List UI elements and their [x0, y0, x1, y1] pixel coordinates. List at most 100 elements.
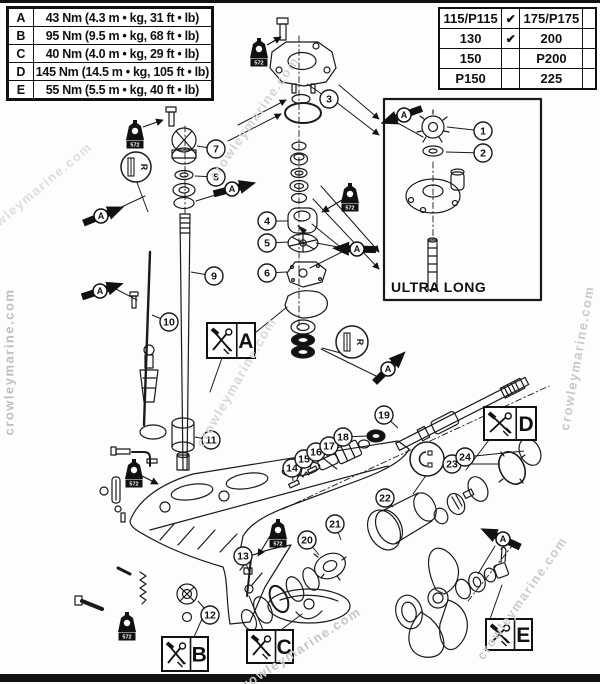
driveshaft-art: [165, 106, 197, 471]
model-name: P150: [438, 68, 503, 90]
grease-flag-A: A: [380, 105, 424, 125]
model-checkmark: ✔: [501, 28, 521, 49]
top-border-rule: [0, 0, 600, 3]
model-name: 130: [438, 28, 503, 49]
model-name: P200: [519, 48, 584, 69]
propeller-art: [395, 546, 510, 658]
sealant-number: 572: [122, 635, 131, 641]
sealant-badge-572: 572: [126, 118, 164, 149]
callout-24: 24: [455, 447, 525, 467]
model-check-cell: [582, 68, 597, 90]
centerline: [184, 35, 550, 602]
callout-17: 17: [319, 436, 339, 458]
callout-number: 1: [480, 126, 486, 138]
callout-number: 5: [264, 238, 270, 250]
tool-box-B: B: [161, 636, 209, 672]
callout-number: 16: [310, 447, 322, 459]
crossed-tools-icon: [165, 641, 187, 668]
sealant-number: 572: [130, 143, 139, 149]
model-check-cell: [501, 48, 521, 69]
callout-number: 21: [329, 519, 341, 531]
model-check-cell: [582, 28, 597, 49]
callout-2: 2: [445, 143, 493, 163]
callout-1: 1: [446, 121, 493, 141]
tool-box-letter: C: [277, 636, 292, 659]
crossed-tools-icon: [210, 327, 233, 355]
grease-type-letter: A: [385, 364, 392, 374]
bearing-carrier-art: [366, 438, 542, 551]
callout-number: 13: [237, 551, 249, 563]
callout-21: 21: [325, 514, 345, 541]
grease-flag-A: A: [372, 351, 406, 385]
model-name: 200: [519, 28, 584, 49]
grease-type-letter: A: [354, 244, 361, 254]
callout-6: 6: [257, 263, 288, 283]
torque-value: 95 Nm (9.5 m • kg, 68 ft • lb): [32, 26, 214, 45]
torque-key: C: [7, 44, 34, 63]
sealant-badge-572: 572: [125, 459, 159, 488]
crossed-tools-icon: [489, 623, 511, 647]
tool-box-letter: A: [238, 330, 253, 353]
seal-orientation-letter: R: [139, 164, 149, 171]
callout-11: 11: [194, 430, 221, 450]
callout-number: 23: [446, 459, 458, 471]
model-checkmark: ✔: [501, 7, 521, 29]
tool-box-A: A: [206, 322, 256, 359]
callout-number: 2: [480, 148, 486, 160]
callout-10: 10: [151, 312, 179, 332]
left-fittings-art: [99, 446, 158, 523]
grease-flag-A: A: [82, 206, 125, 227]
model-row: 130✔200: [438, 28, 597, 49]
callout-13: 13: [233, 546, 253, 575]
model-check-cell: [582, 48, 597, 69]
torque-value: 55 Nm (5.5 m • kg, 40 ft • lb): [32, 80, 214, 100]
grease-flag-A: A: [332, 241, 377, 257]
callout-number: 11: [205, 435, 216, 447]
torque-key: E: [7, 80, 34, 100]
model-name: 175/P175: [519, 7, 584, 29]
callout-number: 18: [337, 432, 349, 444]
model-name: 150: [438, 48, 503, 69]
torque-key: B: [7, 26, 34, 45]
sealant-number: 572: [273, 542, 282, 548]
tool-box-letter: E: [516, 624, 530, 647]
callout-number: 15: [298, 454, 310, 466]
callout-number: 22: [379, 493, 391, 505]
sealant-number: 572: [129, 482, 138, 488]
bottom-border-rule: [0, 674, 600, 682]
callout-19: 19: [374, 405, 399, 429]
torque-key: D: [7, 62, 34, 81]
callout-3: 3: [306, 83, 339, 109]
grease-type-letter: A: [97, 286, 104, 296]
torque-value: 145 Nm (14.5 m • kg, 105 ft • lb): [32, 62, 214, 81]
callout-22: 22: [375, 488, 395, 508]
gear-shims-art: [240, 552, 347, 631]
impeller-cartridge-art: [284, 207, 328, 359]
seal-orientation-letter: R: [355, 339, 365, 346]
tool-box-C: C: [246, 629, 294, 664]
callout-7: 7: [196, 139, 226, 159]
callout-number: 3: [326, 94, 332, 106]
trim-tab-art: [243, 557, 351, 624]
model-check-cell: [582, 7, 597, 29]
callout-number: 7: [213, 144, 219, 156]
model-row: 115/P115✔175/P175: [438, 7, 597, 29]
grease-type-letter: A: [500, 534, 507, 544]
tool-box-E: E: [485, 618, 533, 651]
sealant-badge-572: 572: [250, 36, 282, 67]
crossed-tools-icon: [250, 634, 272, 660]
tool-box-letter: D: [519, 413, 534, 436]
callout-number: 4: [264, 216, 270, 228]
ultra-long-label: ULTRA LONG: [391, 279, 486, 295]
grease-type-letter: A: [98, 211, 105, 221]
sealant-badge-572: 572: [257, 519, 287, 557]
